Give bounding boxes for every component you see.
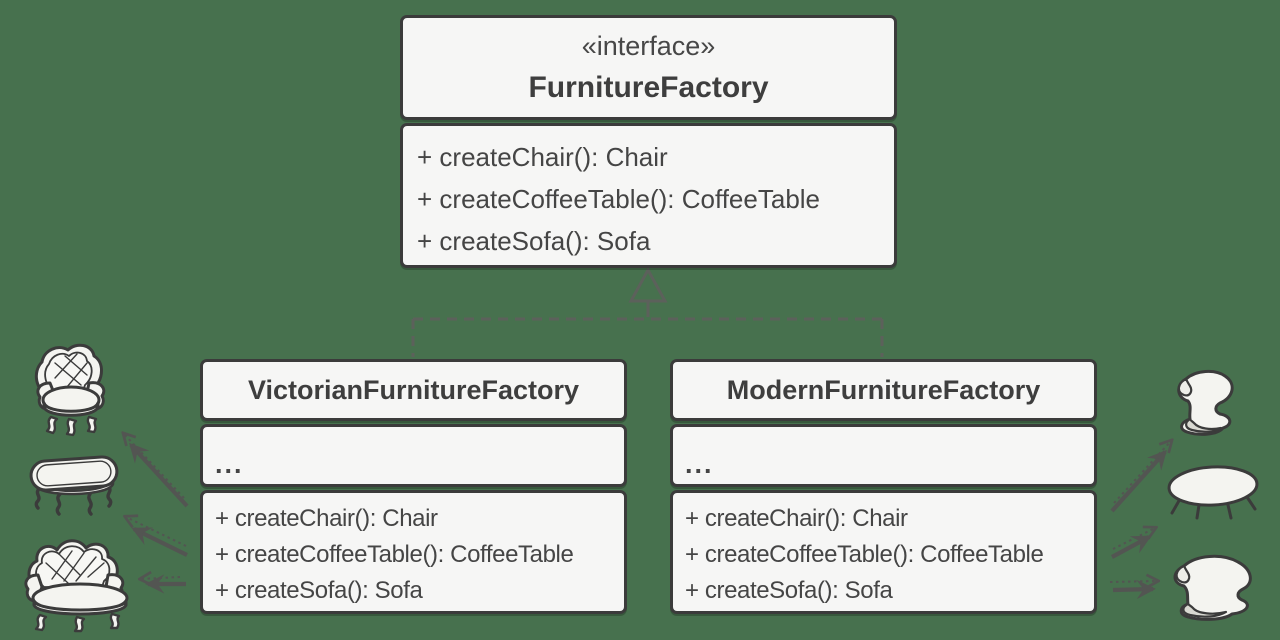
class-title-compartment: «interface» FurnitureFactory xyxy=(400,15,897,120)
class-name: VictorianFurnitureFactory xyxy=(247,374,580,405)
modern-coffee-table-illustration xyxy=(1167,465,1259,520)
method-create-coffee-table: + createCoffeeTable(): CoffeeTable xyxy=(417,184,821,214)
class-title-compartment: VictorianFurnitureFactory xyxy=(200,359,627,421)
modern-armchair-illustration xyxy=(1177,370,1234,436)
victorian-armchair-illustration xyxy=(34,343,106,437)
class-name: ModernFurnitureFactory xyxy=(726,374,1041,405)
class-fields-compartment: ... xyxy=(200,424,627,487)
method-create-chair: + createChair(): Chair xyxy=(685,505,908,532)
method-create-coffee-table: + createCoffeeTable(): CoffeeTable xyxy=(215,541,574,568)
fields-ellipsis: ... xyxy=(215,449,244,479)
modern-sofa-illustration xyxy=(1173,554,1252,621)
class-title-compartment: ModernFurnitureFactory xyxy=(670,359,1097,421)
victorian-product-arrows xyxy=(124,434,189,594)
fields-ellipsis: ... xyxy=(685,449,714,479)
method-create-sofa: + createSofa(): Sofa xyxy=(685,577,893,604)
method-create-chair: + createChair(): Chair xyxy=(417,142,668,172)
class-name: FurnitureFactory xyxy=(528,70,769,104)
interface-stereotype: «interface» xyxy=(581,30,716,61)
class-methods-compartment: + createChair(): Chair + createCoffeeTab… xyxy=(200,490,627,614)
method-create-coffee-table: + createCoffeeTable(): CoffeeTable xyxy=(685,541,1044,568)
method-create-chair: + createChair(): Chair xyxy=(215,505,438,532)
class-methods-compartment: + createChair(): Chair + createCoffeeTab… xyxy=(670,490,1097,614)
uml-class-modern-furniture-factory: ModernFurnitureFactory ... + createChair… xyxy=(670,359,1097,614)
realization-connector xyxy=(411,266,884,357)
modern-product-arrows xyxy=(1109,441,1171,600)
class-fields-compartment: ... xyxy=(670,424,1097,487)
method-create-sofa: + createSofa(): Sofa xyxy=(215,577,423,604)
class-methods-compartment: + createChair(): Chair + createCoffeeTab… xyxy=(400,123,897,268)
hollow-triangle-arrowhead xyxy=(628,266,668,303)
method-create-sofa: + createSofa(): Sofa xyxy=(417,226,651,256)
uml-class-furniture-factory: «interface» FurnitureFactory + createCha… xyxy=(400,15,897,268)
victorian-sofa-illustration xyxy=(24,539,129,633)
uml-class-victorian-furniture-factory: VictorianFurnitureFactory ... + createCh… xyxy=(200,359,627,614)
victorian-coffee-table-illustration xyxy=(29,455,119,516)
